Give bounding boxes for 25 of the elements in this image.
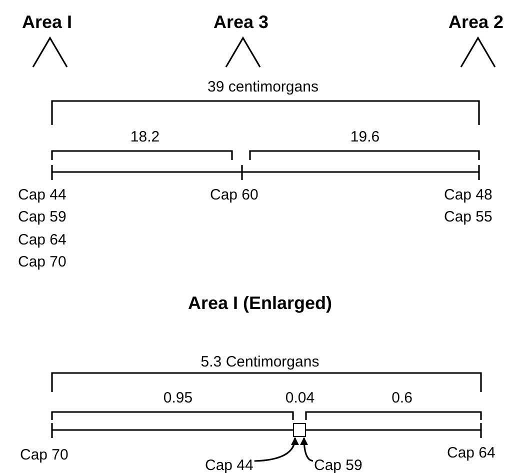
gene-label: Cap 44: [18, 186, 66, 204]
gene-label: Cap 70: [18, 254, 66, 270]
distance-label: 19.6: [350, 128, 380, 146]
gene-label: Cap 70: [20, 446, 68, 464]
leader-arrow: [300, 437, 314, 462]
gene-label: Cap 44: [205, 457, 254, 473]
distance-label: 39 centimorgans: [208, 78, 318, 96]
area-label: Area I: [22, 12, 72, 32]
distance-label: 18.2: [130, 128, 160, 146]
distance-label: 0.04: [285, 390, 315, 406]
marker-box: [293, 423, 306, 437]
gene-label: Cap 64: [447, 444, 496, 462]
gene-label: Cap 55: [444, 208, 492, 226]
gene-label: Cap 60: [210, 186, 258, 204]
gene-label: Cap 64: [18, 232, 66, 248]
area-label: Area 2: [448, 12, 504, 32]
distance-label: 0.95: [163, 390, 193, 406]
gene-label: Cap 59: [18, 208, 66, 226]
area-label: Area 3: [213, 12, 269, 32]
distance-label: 0.6: [392, 390, 412, 406]
section-heading: Area I (Enlarged): [188, 293, 332, 313]
distance-label: 5.3 Centimorgans: [200, 354, 320, 370]
gene-label: Cap 59: [314, 457, 362, 473]
gene-label: Cap 48: [444, 186, 492, 204]
leader-arrow: [254, 437, 298, 462]
